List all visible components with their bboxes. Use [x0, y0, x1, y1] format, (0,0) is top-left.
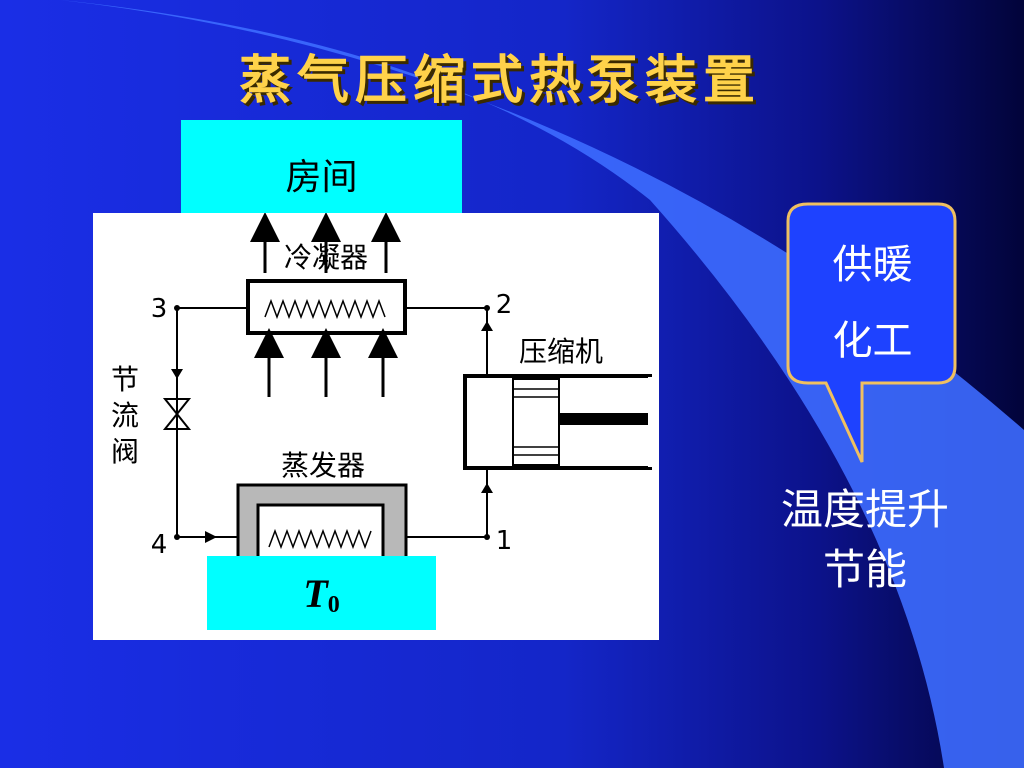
slide-title: 蒸气压缩式热泵装置: [238, 50, 761, 111]
compressor-right-mask: [648, 377, 659, 467]
node-1: [484, 534, 490, 540]
node-4: [174, 534, 180, 540]
callout-line-2: 化工: [832, 318, 913, 364]
point-3-label: 3: [151, 294, 168, 324]
throttle-valve-icon: [162, 398, 192, 430]
flow-arrow-right-lower: [481, 483, 493, 493]
callout-line-1: 供暖: [832, 242, 913, 288]
node-3: [174, 305, 180, 311]
point-4-label: 4: [151, 530, 168, 560]
bottom-note-line-1: 温度提升: [780, 485, 949, 534]
compressor-piston: [512, 378, 560, 466]
node-2: [484, 305, 490, 311]
compressor-label: 压缩机: [519, 335, 603, 368]
condenser-box: [246, 279, 407, 335]
flow-arrow-left: [171, 369, 183, 379]
valve-label-3: 阀: [111, 435, 139, 468]
evaporator-inner: [256, 503, 385, 567]
t0-subscript: 0: [327, 591, 340, 618]
callout-bubble: [786, 202, 957, 463]
room-box: 房间: [181, 120, 462, 216]
point-2-label: 2: [496, 290, 513, 320]
piston-rod: [559, 413, 650, 425]
evaporator-coil: [268, 528, 372, 550]
diagram-svg: 冷凝器 压缩机 蒸发器 3 2 4 1 节 流 阀: [111, 213, 659, 567]
point-1-label: 1: [496, 526, 513, 556]
condenser-coil: [264, 298, 386, 320]
evaporator-label: 蒸发器: [281, 449, 365, 482]
room-label: 房间: [285, 157, 358, 198]
flow-arrow-bottom: [205, 531, 217, 543]
flow-arrow-right-upper: [481, 321, 493, 331]
t0-symbol: T: [303, 570, 328, 616]
bottom-note-line-2: 节能: [822, 545, 907, 594]
valve-label-1: 节: [111, 363, 139, 396]
valve-label-2: 流: [111, 399, 139, 432]
